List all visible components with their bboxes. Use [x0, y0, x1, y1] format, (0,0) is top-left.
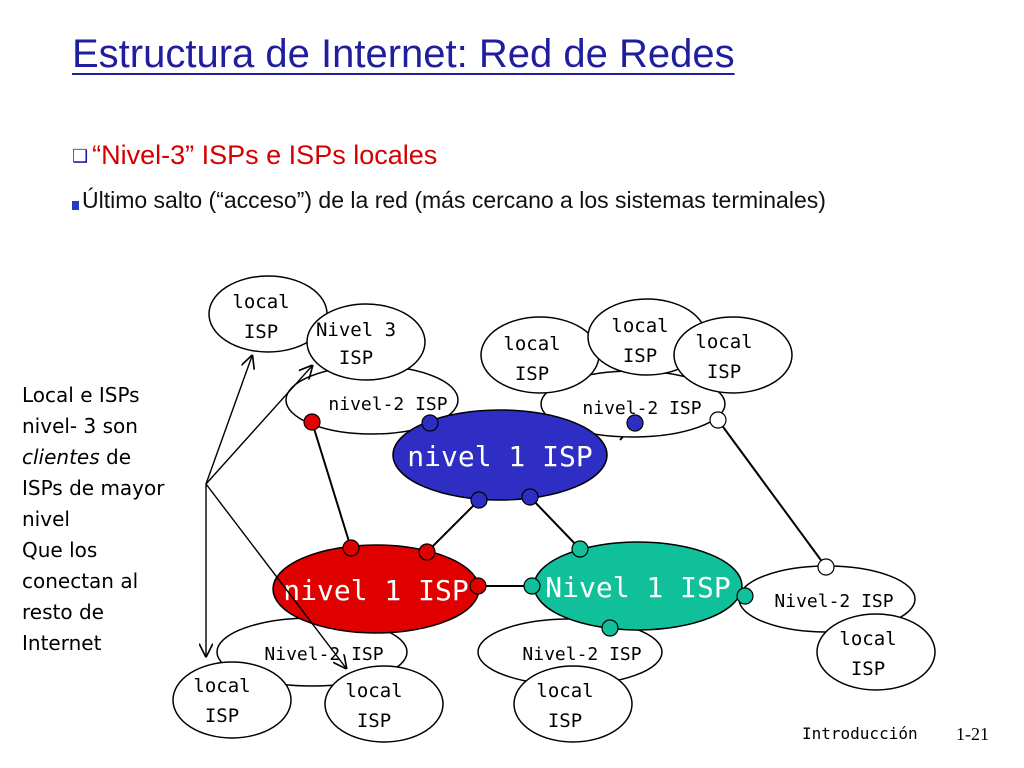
note-line: nivel- 3 son	[22, 414, 138, 438]
router-point	[571, 540, 589, 558]
router-points	[303, 411, 835, 637]
link	[717, 419, 827, 568]
checkbox-bullet-icon: ❑	[72, 146, 89, 166]
tier2-label: nivel-2 ISP	[582, 398, 701, 419]
local-isp-label: local	[193, 675, 250, 697]
router-point	[470, 491, 488, 509]
link	[311, 421, 352, 549]
note-italic: clientes	[22, 445, 100, 469]
router-point	[817, 558, 835, 576]
note-line: Que los	[22, 538, 98, 562]
arrow	[205, 366, 312, 485]
nivel3-isp	[306, 303, 426, 381]
note-line: nivel	[22, 507, 70, 531]
local-isp-label: ISP	[515, 363, 549, 385]
router-point	[421, 414, 439, 432]
local-isp	[324, 665, 444, 743]
clients-note: Local e ISPs nivel- 3 son clientes de IS…	[22, 380, 212, 659]
note-arrows	[206, 356, 346, 668]
note-line-rest: de	[99, 445, 132, 469]
local-isp-label: local	[695, 331, 752, 353]
note-line: Local e ISPs	[22, 383, 140, 407]
local-isp-label: local	[839, 628, 896, 650]
local-isp-label: ISP	[205, 705, 239, 727]
router-point	[601, 619, 619, 637]
router-point	[709, 411, 727, 429]
note-line: conectan al	[22, 569, 139, 593]
router-point	[736, 587, 754, 605]
local-isp	[172, 661, 292, 739]
router-point	[303, 413, 321, 431]
local-isp-label: ISP	[357, 710, 391, 732]
local-isp	[513, 665, 633, 743]
link	[529, 496, 581, 550]
local-isp-label: ISP	[548, 710, 582, 732]
note-line: ISPs de mayor	[22, 476, 165, 500]
tier2-label: nivel-2 ISP	[328, 394, 447, 415]
note-line: clientes de	[22, 442, 212, 473]
tier2-label: Nivel-2 ISP	[264, 644, 383, 665]
note-line: resto de	[22, 600, 104, 624]
tier2-label: Nivel-2 ISP	[774, 591, 893, 612]
nivel3-label: ISP	[339, 347, 373, 369]
footer-page-number: 1-21	[956, 724, 989, 744]
local-isp-label: local	[345, 680, 402, 702]
local-isp	[816, 613, 936, 691]
tier1-isp-blue	[392, 409, 608, 501]
bullet-nivel3-text: “Nivel-3” ISPs e ISPs locales	[92, 140, 438, 170]
bullet-ultimo-salto-text: Último salto (“acceso”) de la red (más c…	[82, 187, 826, 213]
local-isp-label: local	[536, 680, 593, 702]
nivel3-label: Nivel 3	[316, 319, 396, 341]
local-isp	[673, 316, 793, 394]
local-isp-label: ISP	[623, 345, 657, 367]
router-point	[626, 414, 644, 432]
local-isp-label: ISP	[244, 321, 278, 343]
router-point	[521, 488, 539, 506]
router-point	[342, 539, 360, 557]
local-isp-label: ISP	[707, 361, 741, 383]
arrow	[205, 483, 346, 668]
bullet-nivel3: ❑“Nivel-3” ISPs e ISPs locales	[72, 140, 437, 171]
note-line: Internet	[22, 631, 102, 655]
router-point	[469, 577, 487, 595]
tier1-label: nivel 1 ISP	[407, 440, 592, 473]
arrow	[205, 356, 252, 485]
tier1-label: Nivel 1 ISP	[545, 571, 730, 604]
local-isp-label: local	[611, 315, 668, 337]
network-links	[311, 419, 827, 597]
slide-title: Estructura de Internet: Red de Redes	[72, 32, 735, 76]
tier1-label: nivel 1 ISP	[283, 574, 468, 607]
link	[426, 499, 480, 553]
local-isp-label: local	[232, 291, 289, 313]
footer-section: Introducción	[802, 724, 918, 743]
local-isp-label: local	[503, 333, 560, 355]
bullet-ultimo-salto: Último salto (“acceso”) de la red (más c…	[72, 184, 862, 216]
square-bullet-icon	[72, 201, 79, 210]
router-point	[418, 543, 436, 561]
tier2-label: Nivel-2 ISP	[522, 644, 641, 665]
local-isp-label: ISP	[851, 658, 885, 680]
router-point	[523, 577, 541, 595]
